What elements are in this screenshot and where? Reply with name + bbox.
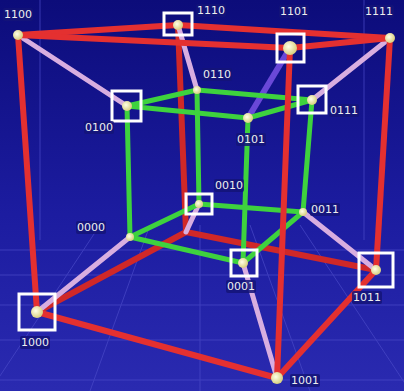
vertex-label: 1000 bbox=[20, 336, 50, 349]
vertex-label: 0011 bbox=[310, 203, 340, 216]
highlight-squares bbox=[19, 13, 393, 330]
cube-connector-edges bbox=[18, 25, 390, 378]
vertex-dots bbox=[13, 20, 395, 384]
vertex-label: 1111 bbox=[364, 5, 394, 18]
vertex-label: 0111 bbox=[329, 104, 359, 117]
vertex-label: 1011 bbox=[352, 291, 382, 304]
vertex-label: 0010 bbox=[214, 179, 244, 192]
vertex-label: 1001 bbox=[290, 374, 320, 387]
vertex-label: 0100 bbox=[84, 121, 114, 134]
vertex-label: 1100 bbox=[3, 8, 33, 21]
vertex-label: 1110 bbox=[196, 4, 226, 17]
vertex-label: 0001 bbox=[226, 280, 256, 293]
outer-cube-edges bbox=[18, 25, 390, 378]
vertex-label: 1101 bbox=[279, 5, 309, 18]
outer-cube-back-edges bbox=[37, 25, 376, 312]
vertex-label: 0000 bbox=[76, 221, 106, 234]
vertex-label: 0110 bbox=[202, 68, 232, 81]
vertex-label: 0101 bbox=[236, 133, 266, 146]
